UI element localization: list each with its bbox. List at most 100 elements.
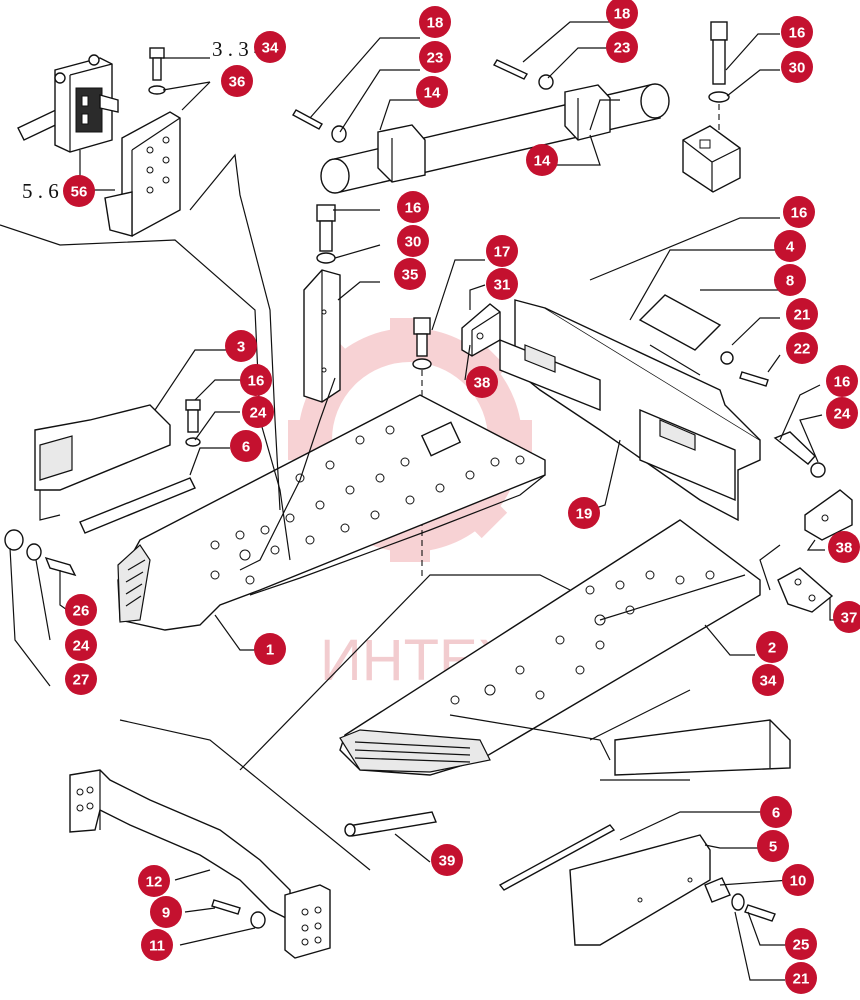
callout-badge-circle bbox=[756, 631, 788, 663]
callout-number: 21 bbox=[794, 307, 811, 324]
bracket-31 bbox=[461, 303, 501, 357]
callout-16: 16 bbox=[240, 364, 272, 396]
callout-37: 37 bbox=[833, 601, 860, 633]
callout-number: 11 bbox=[149, 938, 165, 955]
callout-number: 36 bbox=[229, 74, 246, 91]
callout-23: 23 bbox=[606, 31, 638, 63]
callout-2: 2 bbox=[756, 631, 788, 663]
callout-number: 26 bbox=[73, 603, 90, 620]
callout-number: 9 bbox=[162, 905, 170, 922]
callout-number: 17 bbox=[494, 244, 511, 261]
callout-badge-circle bbox=[150, 896, 182, 928]
callout-16: 16 bbox=[783, 196, 815, 228]
callout-badge-circle bbox=[431, 844, 463, 876]
callout-number: 25 bbox=[793, 937, 810, 954]
callout-badge-circle bbox=[242, 396, 274, 428]
callout-badge-circle bbox=[419, 41, 451, 73]
callout-21: 21 bbox=[786, 298, 818, 330]
callout-34: 34 bbox=[254, 31, 286, 63]
screw-9 bbox=[211, 899, 266, 929]
callout-number: 34 bbox=[760, 673, 777, 690]
spacer-10-assembly bbox=[704, 877, 776, 922]
callout-number: 34 bbox=[262, 40, 279, 57]
callout-34: 34 bbox=[752, 664, 784, 696]
callout-8: 8 bbox=[774, 264, 806, 296]
floor-plate bbox=[117, 394, 546, 631]
callout-number: 30 bbox=[789, 60, 806, 77]
strip-6 bbox=[498, 824, 616, 891]
callout-31: 31 bbox=[486, 268, 518, 300]
callout-number: 21 bbox=[793, 971, 810, 988]
callout-badge-circle bbox=[65, 663, 97, 695]
callout-badge-circle bbox=[606, 0, 638, 29]
callout-badge-circle bbox=[397, 225, 429, 257]
callout-39: 39 bbox=[431, 844, 463, 876]
callout-number: 1 bbox=[266, 642, 274, 659]
callout-badges: 1823182316301414343656163035173138164821… bbox=[63, 0, 860, 994]
callout-badge-circle bbox=[785, 928, 817, 960]
callout-number: 56 bbox=[71, 184, 88, 201]
callout-24: 24 bbox=[65, 629, 97, 661]
bracket-36-assembly bbox=[104, 47, 181, 237]
leader-lines bbox=[0, 153, 781, 871]
callout-badge-circle bbox=[781, 16, 813, 48]
callout-24: 24 bbox=[242, 396, 274, 428]
callout-16: 16 bbox=[826, 365, 858, 397]
callout-number: 6 bbox=[772, 805, 780, 822]
callout-number: 18 bbox=[614, 6, 631, 23]
callout-badge-circle bbox=[486, 235, 518, 267]
callout-badge-circle bbox=[782, 864, 814, 896]
callout-18: 18 bbox=[606, 0, 638, 29]
callout-number: 3 bbox=[237, 339, 245, 356]
callout-5: 5 bbox=[757, 830, 789, 862]
floor-plate-holes bbox=[210, 425, 525, 585]
callout-number: 19 bbox=[576, 506, 593, 523]
callout-4: 4 bbox=[774, 230, 806, 262]
callout-badge-circle bbox=[254, 633, 286, 665]
callout-21: 21 bbox=[785, 962, 817, 994]
callout-17: 17 bbox=[486, 235, 518, 267]
callout-number: 24 bbox=[834, 406, 851, 423]
callout-number: 16 bbox=[791, 205, 808, 222]
callout-badge-circle bbox=[760, 796, 792, 828]
callout-number: 2 bbox=[768, 640, 776, 657]
callout-number: 22 bbox=[794, 341, 811, 358]
callout-number: 16 bbox=[405, 200, 422, 217]
callout-1: 1 bbox=[254, 633, 286, 665]
callout-14: 14 bbox=[416, 76, 448, 108]
callout-number: 24 bbox=[250, 405, 267, 422]
callout-badge-circle bbox=[774, 264, 806, 296]
screw-22 bbox=[720, 351, 769, 387]
callout-number: 18 bbox=[427, 15, 444, 32]
callout-badge-circle bbox=[774, 230, 806, 262]
callout-14: 14 bbox=[526, 144, 558, 176]
bracket-38-right bbox=[804, 489, 853, 541]
callout-number: 14 bbox=[424, 85, 441, 102]
bracket-top-right bbox=[682, 21, 741, 193]
callout-badge-circle bbox=[757, 830, 789, 862]
callout-badge-circle bbox=[781, 51, 813, 83]
callout-24: 24 bbox=[826, 397, 858, 429]
callout-36: 36 bbox=[221, 65, 253, 97]
callout-badge-circle bbox=[416, 76, 448, 108]
callout-leaders bbox=[9, 21, 845, 981]
callout-number: 16 bbox=[248, 373, 265, 390]
callout-badge-circle bbox=[138, 865, 170, 897]
callout-22: 22 bbox=[786, 332, 818, 364]
callout-number: 5 bbox=[769, 839, 777, 856]
callout-18: 18 bbox=[419, 6, 451, 38]
pipe-clamp-assembly bbox=[292, 59, 670, 194]
valve-assembly bbox=[17, 54, 119, 153]
callout-56: 56 bbox=[63, 175, 95, 207]
callout-38: 38 bbox=[828, 531, 860, 563]
callout-number: 27 bbox=[73, 672, 90, 689]
callout-badge-circle bbox=[785, 962, 817, 994]
bolt-16-left bbox=[185, 399, 201, 447]
callout-badge-circle bbox=[240, 364, 272, 396]
callout-badge-circle bbox=[752, 664, 784, 696]
callout-number: 37 bbox=[841, 610, 858, 627]
bolt-16-right bbox=[773, 431, 826, 478]
callout-badge-circle bbox=[828, 531, 860, 563]
callout-number: 6 bbox=[242, 439, 250, 456]
